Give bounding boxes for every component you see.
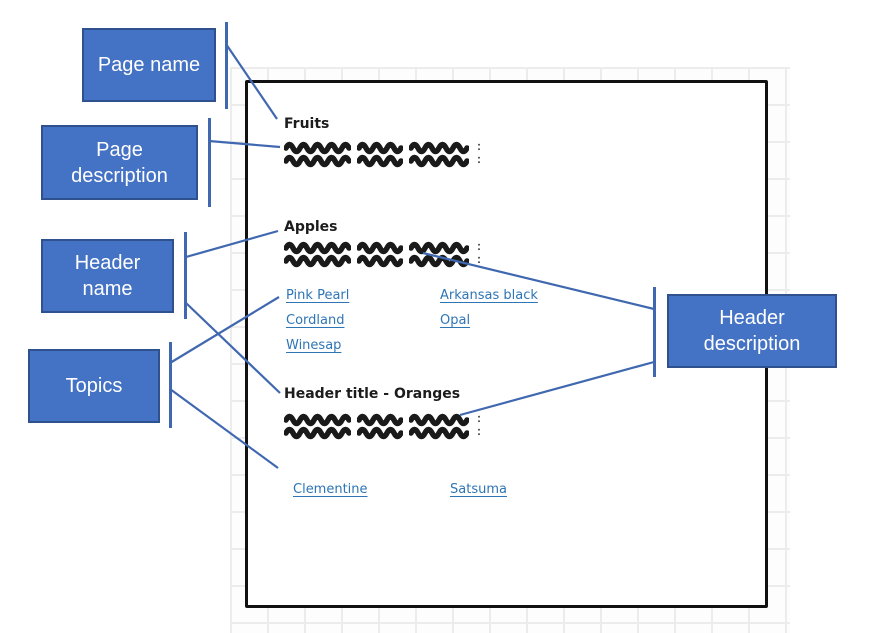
scribble-icon [409,241,469,254]
scribble-icon [409,413,469,426]
topic-link-pink-pearl[interactable]: Pink Pearl [286,288,350,303]
scribble-icon [284,426,351,439]
topic-column: Arkansas black Opal [440,283,538,358]
scribble-icon [409,426,469,439]
scribble-row: : [284,252,481,267]
scribble-colon: : [477,239,481,253]
callout-page-name: Page name [82,28,216,102]
scribble-colon: : [477,424,481,438]
scribble-icon [357,241,403,254]
apples-topic-list: Pink Pearl Cordland Winesap Arkansas bla… [286,283,538,358]
scribble-row: : [284,152,481,167]
topic-link-cordland[interactable]: Cordland [286,313,345,328]
topic-link-winesap[interactable]: Winesap [286,338,342,353]
scribble-icon [409,154,469,167]
scribble-colon: : [477,152,481,166]
oranges-topic-list: Clementine Satsuma [293,477,507,502]
scribble-colon: : [477,411,481,425]
topic-link-clementine[interactable]: Clementine [293,482,368,497]
scribble-icon [284,254,351,267]
scribble-icon [284,141,351,154]
topic-column: Pink Pearl Cordland Winesap [286,283,440,358]
oranges-description-placeholder: : : [284,411,481,440]
apples-description-placeholder: : : [284,239,481,268]
page-description-placeholder: : : [284,139,481,168]
topic-link-opal[interactable]: Opal [440,313,471,328]
scribble-row: : [284,424,481,439]
callout-topics: Topics [28,349,160,423]
scribble-icon [357,254,403,267]
topic-column: Satsuma [450,477,507,502]
scribble-icon [409,254,469,267]
scribble-icon [357,426,403,439]
callout-header-name: Header name [41,239,174,313]
scribble-row: : [284,139,481,154]
scribble-icon [284,413,351,426]
scribble-icon [357,413,403,426]
topic-link-arkansas-black[interactable]: Arkansas black [440,288,538,303]
topic-column: Clementine [293,477,450,502]
callout-page-description: Page description [41,125,198,200]
page-title: Fruits [284,116,330,132]
scribble-icon [284,241,351,254]
scribble-row: : [284,411,481,426]
scribble-row: : [284,239,481,254]
scribble-icon [357,154,403,167]
header-name-oranges: Header title - Oranges [284,386,461,402]
scribble-colon: : [477,139,481,153]
topic-link-satsuma[interactable]: Satsuma [450,482,507,497]
scribble-colon: : [477,252,481,266]
scribble-icon [284,154,351,167]
scribble-icon [409,141,469,154]
scribble-icon [357,141,403,154]
header-name-apples: Apples [284,219,338,235]
callout-header-description: Header description [667,294,837,368]
